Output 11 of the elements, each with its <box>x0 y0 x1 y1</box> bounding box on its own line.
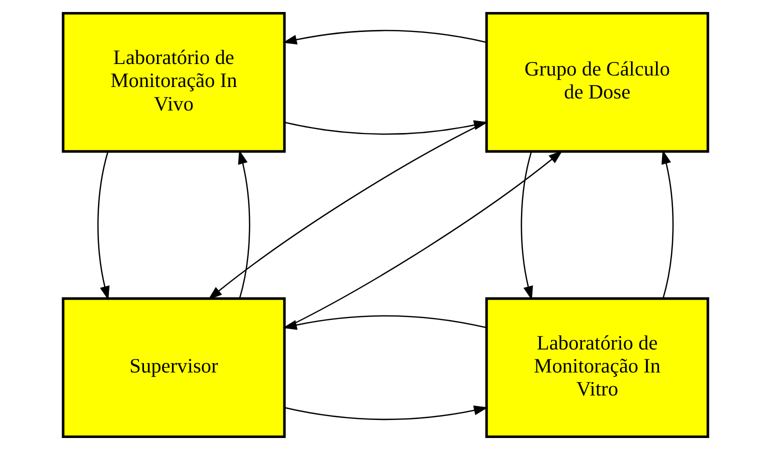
node-box: Grupo de Cálculo de Dose <box>484 12 709 153</box>
node-box: Laboratório de Monitoração In Vivo <box>61 12 286 153</box>
arrow <box>282 315 486 330</box>
arrow <box>661 150 674 299</box>
node-box: Supervisor <box>61 297 286 438</box>
arrow <box>520 152 532 300</box>
arrow <box>238 150 250 299</box>
node-box: Laboratório de Monitoração In Vitro <box>484 297 709 438</box>
arrow <box>284 406 488 420</box>
arrow <box>282 30 486 45</box>
arrow <box>96 152 110 300</box>
